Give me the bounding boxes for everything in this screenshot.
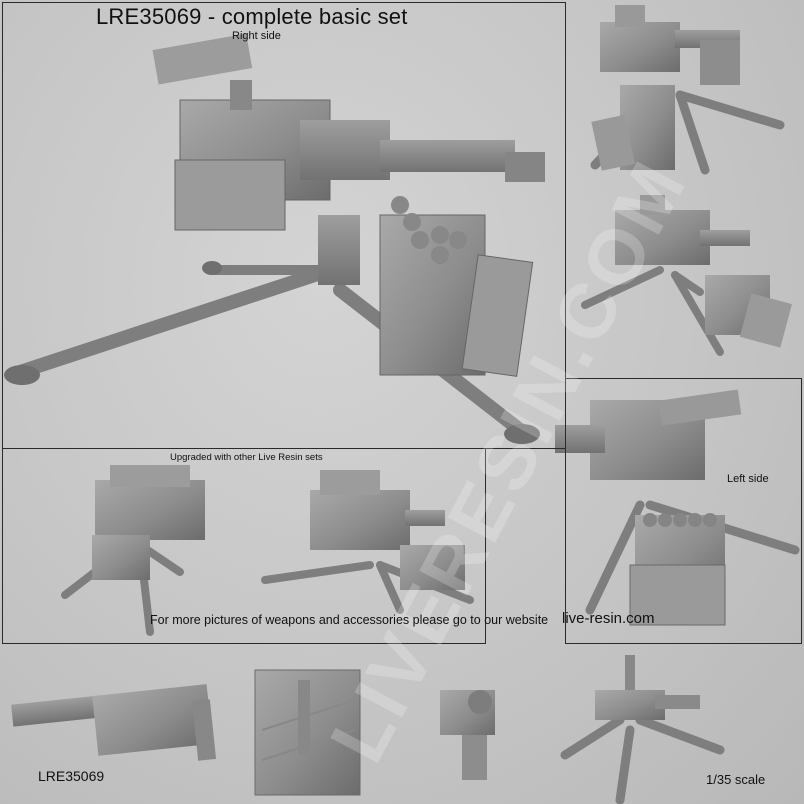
part-ammo-box xyxy=(254,669,361,796)
scale-label: 1/35 scale xyxy=(706,772,766,787)
website-link[interactable]: live-resin.com xyxy=(562,610,655,627)
part-tripod xyxy=(560,655,725,804)
page-title: LRE35069 - complete basic set xyxy=(96,4,408,29)
upgraded-view-2 xyxy=(261,470,474,614)
product-code: LRE35069 xyxy=(38,768,105,784)
left-side-view xyxy=(555,389,800,626)
main-right-side xyxy=(4,33,545,444)
more-pictures-text: For more pictures of weapons and accesso… xyxy=(150,613,549,627)
part-gun-body xyxy=(11,684,217,761)
upgraded-label: Upgraded with other Live Resin sets xyxy=(170,452,323,463)
part-sight-mount xyxy=(440,690,495,780)
top-right-view-1 xyxy=(590,5,785,175)
upgraded-view-1 xyxy=(61,465,205,636)
top-right-view-2 xyxy=(581,195,792,356)
right-side-label: Right side xyxy=(232,30,281,42)
left-side-label: Left side xyxy=(727,473,769,485)
